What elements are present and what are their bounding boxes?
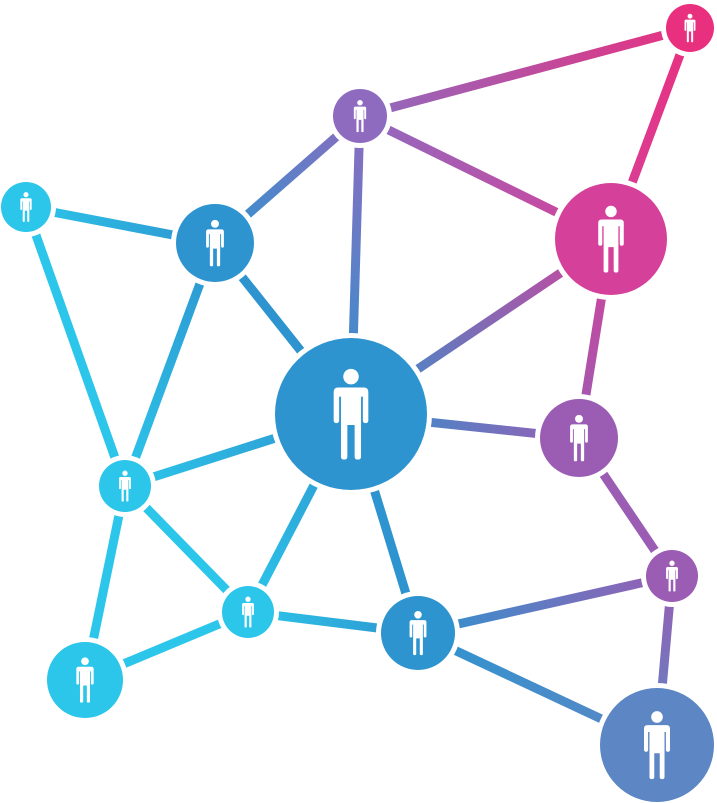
connection-line bbox=[413, 571, 677, 638]
person-node bbox=[0, 177, 56, 237]
person-node bbox=[595, 683, 717, 803]
person-node bbox=[376, 591, 460, 675]
person-node bbox=[328, 84, 392, 148]
person-node bbox=[550, 178, 672, 300]
person-node bbox=[641, 545, 703, 607]
connection-line bbox=[21, 202, 130, 491]
person-node bbox=[94, 455, 156, 517]
person-node bbox=[217, 581, 279, 643]
person-node bbox=[661, 0, 717, 57]
person-node bbox=[535, 394, 623, 482]
connection-line bbox=[355, 23, 695, 121]
person-node bbox=[270, 333, 432, 495]
person-node bbox=[42, 637, 128, 723]
person-node bbox=[171, 199, 259, 287]
